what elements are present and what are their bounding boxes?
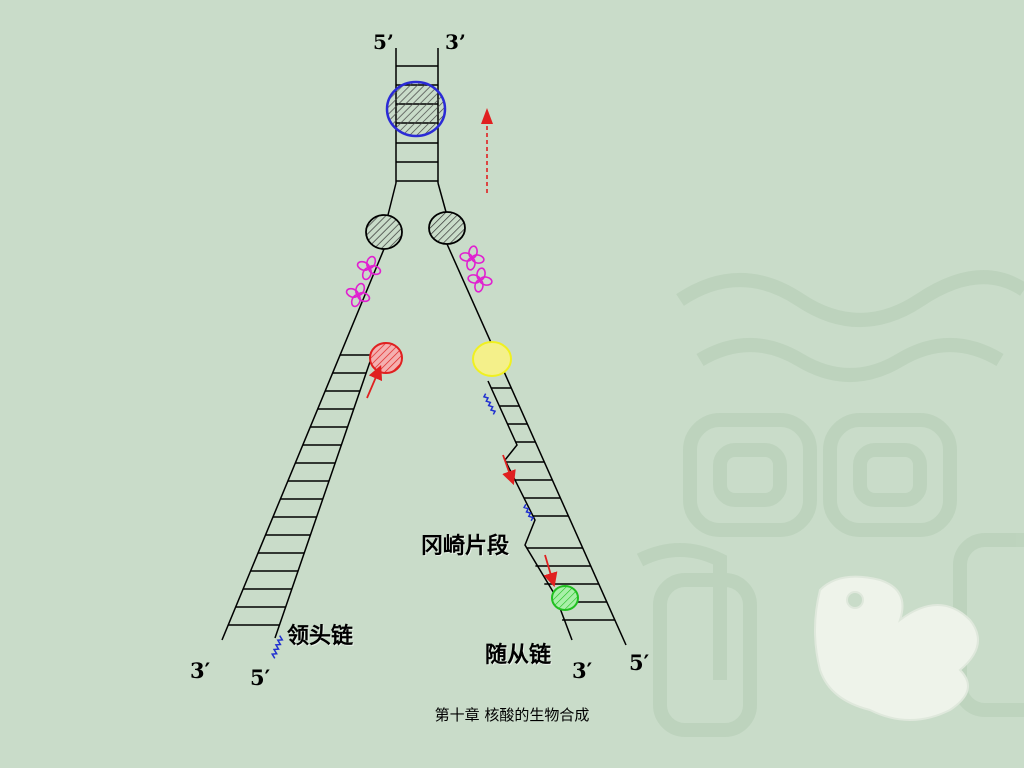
label-bottom-right-5prime: 5′ xyxy=(629,650,650,675)
ssb-flower xyxy=(459,245,485,271)
okazaki-arrow-1 xyxy=(502,454,516,486)
topoisomerase-circle-right xyxy=(428,211,466,245)
ligase-circle xyxy=(551,585,579,611)
label-bottom-left-3prime: 3′ xyxy=(190,658,211,683)
label-top-5prime: 5’ xyxy=(373,30,394,54)
leading-strand-label: 领头链 xyxy=(287,624,354,649)
ssb-proteins xyxy=(345,245,493,308)
leading-extension-arrow xyxy=(366,365,383,399)
lagging-rungs xyxy=(491,387,615,621)
polymerase-circle xyxy=(369,342,403,374)
helicase-circle xyxy=(385,80,447,138)
ssb-flower xyxy=(345,282,371,308)
label-top-3prime: 3’ xyxy=(445,30,466,54)
leading-rungs xyxy=(228,354,373,626)
ssb-flower xyxy=(467,267,493,293)
label-bottom-left-5prime: 5′ xyxy=(250,665,271,690)
okazaki-fragment-label: 冈崎片段 xyxy=(421,534,510,559)
lagging-strand xyxy=(446,243,627,646)
lagging-strand-label: 随从链 xyxy=(485,643,552,668)
rna-primers xyxy=(270,393,534,659)
ssb-flower xyxy=(356,255,382,281)
primase-circle xyxy=(472,341,512,377)
okazaki-arrow-2 xyxy=(543,554,558,588)
label-bottom-right-3prime: 3′ xyxy=(572,658,593,683)
direction-arrow-icon xyxy=(481,108,493,193)
footer-caption: 第十章 核酸的生物合成 xyxy=(434,706,590,724)
topoisomerase-circle-left xyxy=(365,214,403,250)
